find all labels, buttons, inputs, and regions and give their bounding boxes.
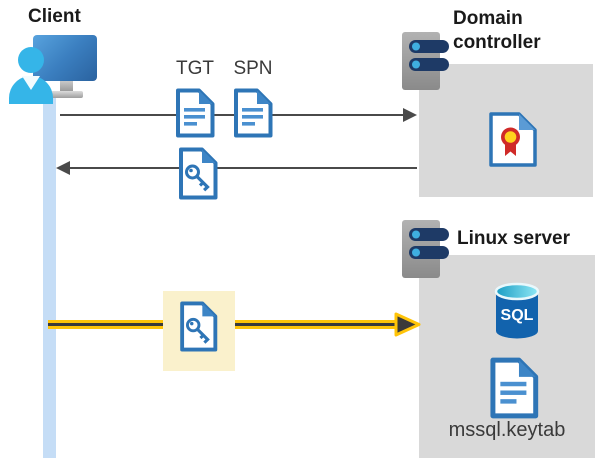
certificate-icon — [489, 112, 537, 167]
response-arrow-line — [70, 167, 417, 169]
client-monitor-stand — [60, 81, 73, 92]
client-user-icon — [18, 47, 44, 73]
service-ticket-key-document-icon — [180, 301, 218, 352]
sql-icon-label: SQL — [501, 307, 534, 324]
request-arrow-line — [60, 114, 405, 116]
linux-server-title: Linux server — [457, 228, 570, 249]
client-monitor-base — [51, 91, 83, 98]
response-arrow-head-icon — [56, 161, 70, 175]
domain-controller-title: Domain controller — [453, 8, 541, 53]
request-arrow-head-icon — [403, 108, 417, 122]
sql-database-icon: SQL — [494, 282, 540, 339]
client-user-collar — [22, 76, 40, 90]
spn-label: SPN — [233, 58, 273, 79]
tgt-document-icon — [176, 88, 215, 138]
client-timeline-bar — [43, 97, 56, 458]
auth-arrow-head-icon — [394, 312, 421, 337]
spn-document-icon — [234, 88, 273, 138]
keytab-filename-label: mssql.keytab — [448, 419, 566, 441]
tgt-label: TGT — [176, 58, 214, 79]
service-ticket-key-document-icon — [179, 147, 218, 200]
linux-server-icon — [402, 220, 449, 278]
domain-controller-server-icon — [402, 32, 449, 90]
client-title: Client — [28, 6, 81, 27]
keytab-document-icon — [490, 357, 539, 419]
